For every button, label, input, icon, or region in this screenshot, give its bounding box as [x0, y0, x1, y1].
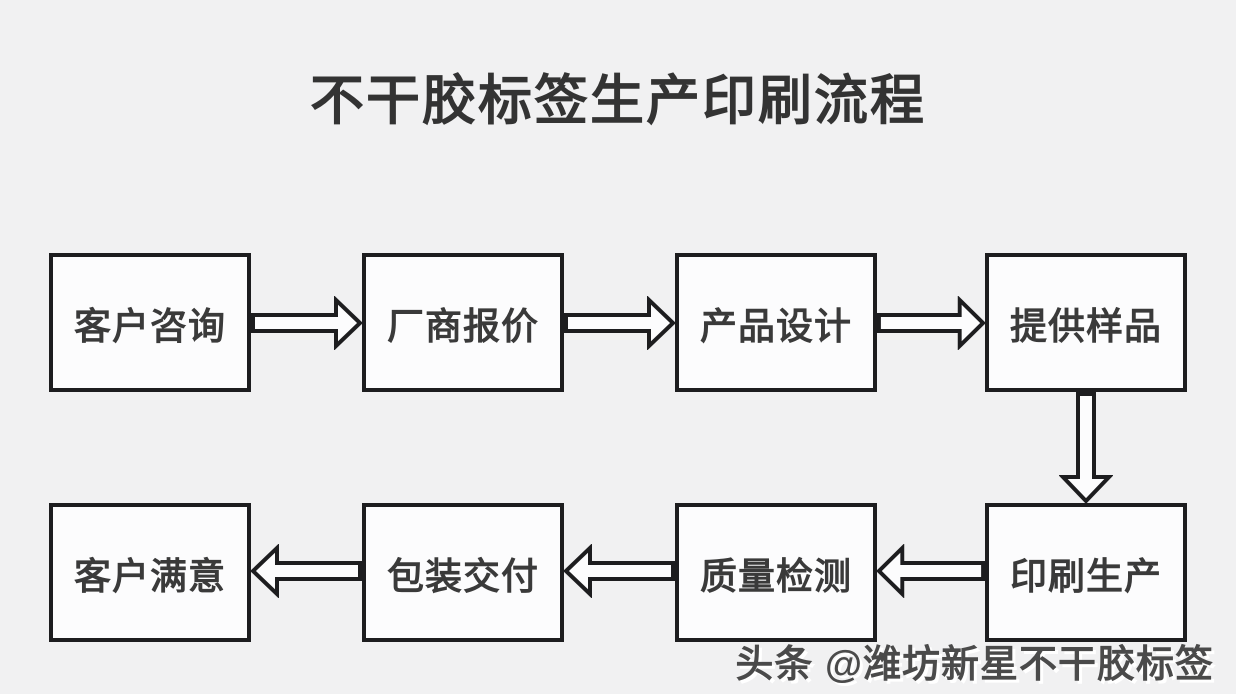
arrow-left-icon [877, 544, 985, 598]
flow-step-provide-samples: 提供样品 [985, 253, 1187, 392]
flow-step-customer-inquiry: 客户咨询 [49, 253, 251, 392]
arrow-left-icon [564, 544, 675, 598]
watermark-brand: 头条 [735, 644, 814, 686]
flow-step-label: 产品设计 [700, 305, 852, 347]
flow-step-manufacturer-quote: 厂商报价 [362, 253, 564, 392]
watermark: 头条 @潍坊新星不干胶标签 [735, 633, 1214, 688]
arrow-right-icon [877, 296, 985, 350]
flow-step-label: 印刷生产 [1010, 555, 1162, 597]
flow-step-product-design: 产品设计 [675, 253, 877, 392]
flow-step-printing-production: 印刷生产 [985, 503, 1187, 642]
arrow-down-icon [1059, 392, 1113, 503]
flow-step-packaging-delivery: 包装交付 [362, 503, 564, 642]
flow-step-label: 提供样品 [1010, 305, 1162, 347]
flow-step-quality-inspection: 质量检测 [675, 503, 877, 642]
arrow-left-icon [251, 544, 362, 598]
flow-step-label: 厂商报价 [387, 305, 539, 347]
arrow-right-icon [251, 296, 362, 350]
flow-step-label: 客户满意 [74, 555, 226, 597]
flow-step-label: 质量检测 [700, 555, 852, 597]
diagram-title: 不干胶标签生产印刷流程 [310, 71, 926, 131]
arrow-right-icon [564, 296, 675, 350]
flow-step-label: 客户咨询 [74, 305, 226, 347]
watermark-handle: @潍坊新星不干胶标签 [824, 644, 1214, 686]
flow-step-label: 包装交付 [387, 555, 539, 597]
flow-step-customer-satisfaction: 客户满意 [49, 503, 251, 642]
